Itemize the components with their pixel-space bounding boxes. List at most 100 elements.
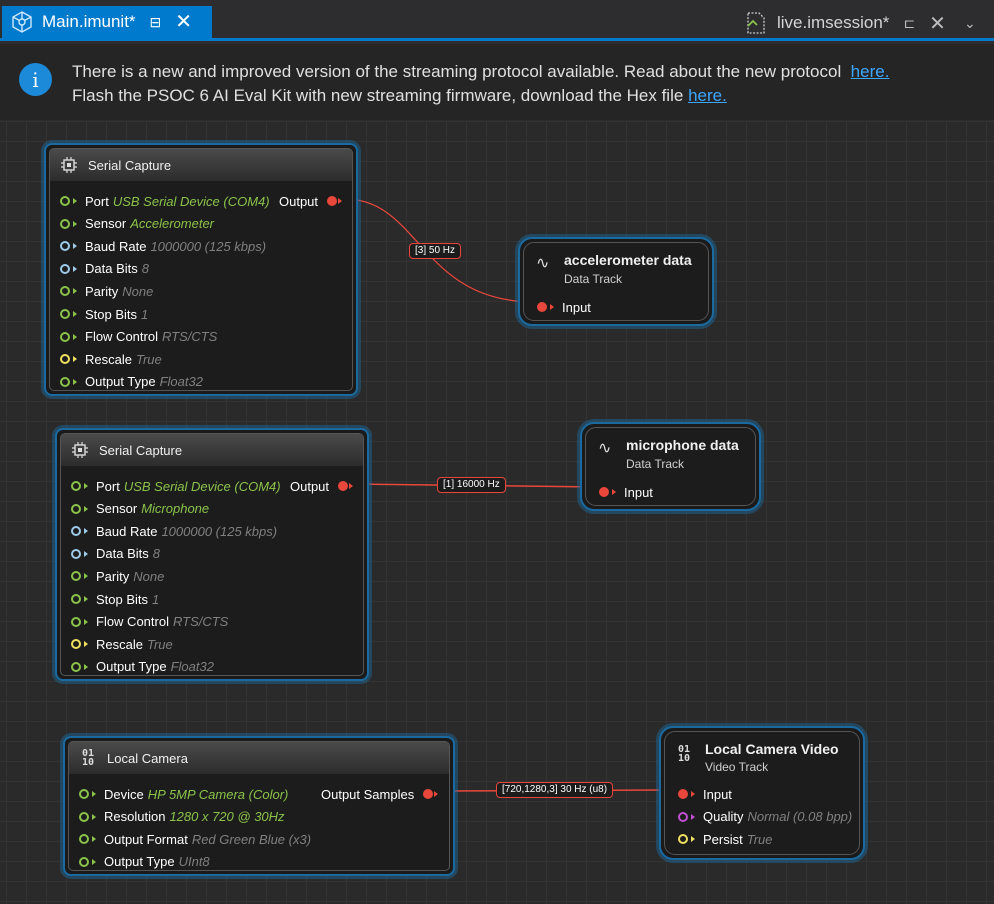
pin-icon[interactable]: ⊟	[149, 13, 162, 30]
property-value[interactable]: 1	[141, 306, 149, 322]
property-pin-icon[interactable]	[60, 354, 70, 365]
property-pin-icon[interactable]	[60, 218, 70, 229]
property-value[interactable]: Red Green Blue (x3)	[191, 831, 312, 847]
property-value[interactable]: RTS/CTS	[161, 329, 218, 345]
pin-icon[interactable]: ⊏	[903, 14, 916, 31]
property-pin-icon[interactable]	[71, 481, 81, 491]
property-pin-icon[interactable]	[71, 661, 81, 672]
accelerometer-data-track-node[interactable]: ∿ accelerometer data Data Track Input	[518, 237, 714, 326]
tab-live-imsession[interactable]: live.imsession* ⊏ ✕ ⌄	[745, 8, 976, 38]
property-pin-icon[interactable]	[60, 241, 70, 252]
track-pin-icon[interactable]	[678, 789, 688, 799]
input-pin-icon[interactable]	[537, 302, 547, 312]
property-value[interactable]: USB Serial Device (COM4)	[123, 478, 281, 494]
property-pin-icon[interactable]	[71, 503, 81, 514]
property-pin-icon[interactable]	[60, 376, 70, 387]
chevron-down-icon[interactable]: ⌄	[963, 14, 976, 31]
property-pin-icon[interactable]	[79, 834, 89, 845]
property-value[interactable]: Accelerometer	[130, 216, 215, 232]
input-pin-icon[interactable]	[599, 487, 609, 497]
output-pin-icon[interactable]	[338, 481, 349, 491]
property-pin-icon[interactable]	[60, 331, 70, 342]
property-value[interactable]: USB Serial Device (COM4)	[112, 193, 270, 209]
node-header[interactable]: Serial Capture	[61, 434, 363, 466]
property-value[interactable]: 1280 x 720 @ 30Hz	[169, 809, 285, 825]
property-pin-icon[interactable]	[60, 196, 70, 206]
output-port[interactable]: Output	[290, 476, 354, 496]
property-value[interactable]: 1000000 (125 kbps)	[161, 523, 278, 539]
input-port[interactable]: Input	[537, 297, 591, 317]
property-value[interactable]: Float32	[159, 374, 203, 390]
output-pin-icon[interactable]	[327, 196, 338, 206]
track-row-value[interactable]: True	[746, 831, 773, 847]
property-value[interactable]: Float32	[170, 659, 214, 675]
node-header[interactable]: Serial Capture	[50, 149, 352, 181]
property-pin-icon[interactable]	[71, 594, 81, 604]
track-row-value[interactable]: Normal (0.08 bpp)	[747, 809, 853, 824]
property-value[interactable]: RTS/CTS	[172, 614, 229, 630]
property-pin-icon[interactable]	[60, 286, 70, 297]
property-pin-icon[interactable]	[71, 526, 81, 537]
property-pin-icon[interactable]	[79, 811, 89, 822]
track-pin-icon[interactable]	[678, 811, 688, 822]
property-value[interactable]: True	[135, 351, 162, 367]
property-pin-icon[interactable]	[71, 571, 81, 582]
microphone-data-track-node[interactable]: ∿ microphone data Data Track Input	[580, 422, 761, 511]
hex-file-link[interactable]: here.	[688, 86, 727, 105]
property-value[interactable]: 8	[152, 546, 160, 562]
property-value[interactable]: UInt8	[178, 854, 210, 870]
property-value[interactable]: Microphone	[141, 501, 210, 517]
property-value[interactable]: 8	[141, 261, 149, 277]
property-value[interactable]: None	[122, 283, 154, 299]
property-value[interactable]: HP 5MP Camera (Color)	[147, 786, 289, 802]
property-pin-icon[interactable]	[60, 263, 70, 274]
property-pin-icon[interactable]	[71, 548, 81, 559]
property-pin-icon[interactable]	[71, 616, 81, 627]
protocol-link[interactable]: here.	[850, 62, 890, 81]
property-value[interactable]: 1	[152, 591, 160, 607]
property-pin-icon[interactable]	[60, 309, 70, 319]
track-row-input[interactable]: Input	[678, 784, 732, 804]
track-pin-icon[interactable]	[678, 834, 688, 844]
property-value[interactable]: 1000000 (125 kbps)	[150, 238, 267, 254]
property-pin-icon[interactable]	[79, 789, 89, 799]
property-value[interactable]: True	[146, 636, 173, 652]
tab-main-imunit[interactable]: Main.imunit* ⊟ ✕	[2, 6, 212, 38]
input-port[interactable]: Input	[599, 482, 653, 502]
property-pin-icon[interactable]	[71, 639, 81, 650]
output-port[interactable]: Output Samples	[321, 784, 439, 804]
close-icon[interactable]: ✕	[175, 11, 193, 33]
output-pin-icon[interactable]	[423, 789, 434, 799]
output-port[interactable]: Output	[279, 191, 343, 211]
close-icon[interactable]: ✕	[929, 12, 946, 35]
